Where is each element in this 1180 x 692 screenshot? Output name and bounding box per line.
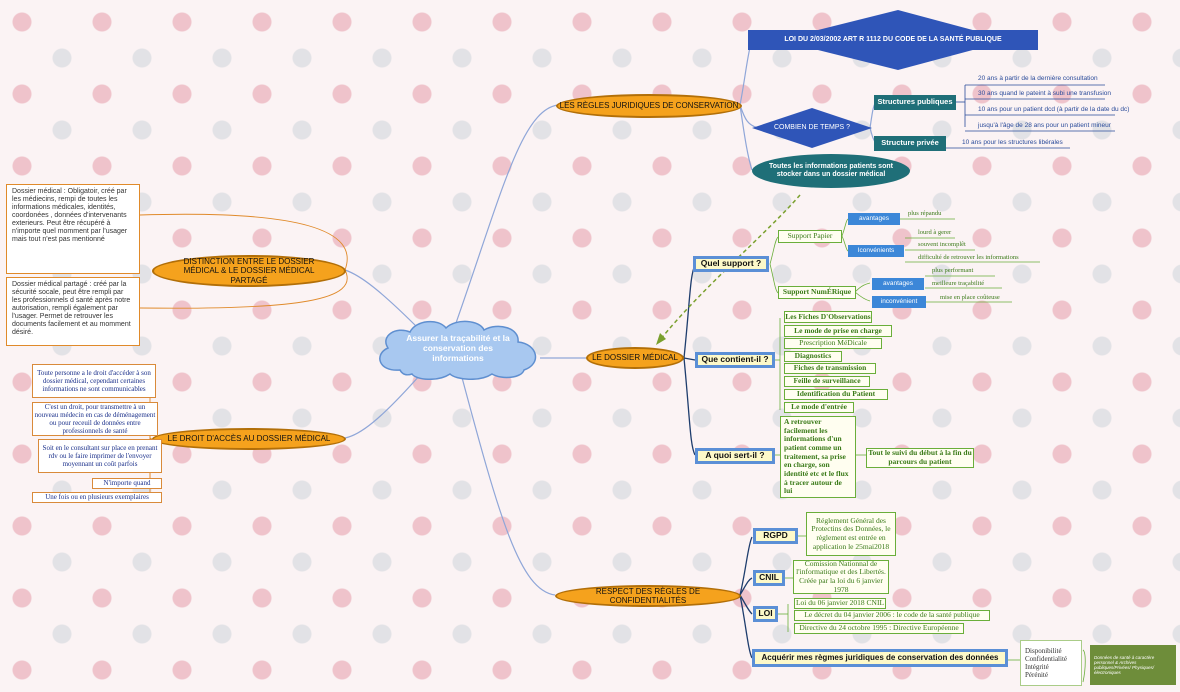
acquerir-node[interactable]: Acquérir mes règmes juridiques de conser… <box>752 649 1008 667</box>
central-topic[interactable]: Assurer la traçabilité et la conservatio… <box>372 318 544 380</box>
suivi-patient: Tout le suivi du début à la fin du parco… <box>866 448 974 468</box>
papier-inconvenient-item: souvent incomplêt <box>918 241 966 249</box>
contenu-item: Identification du Patient <box>784 389 888 400</box>
acces-item: Une fois ou en plusieurs exemplaires <box>32 492 162 503</box>
dmp-definition: Dossier médical partagé : créé par la sé… <box>6 277 140 346</box>
numerique-avantage-item: meilleure traçabilité <box>932 280 985 288</box>
acquerir-items: Disponibilité Confidentialité Intégrité … <box>1020 640 1082 686</box>
acquerir-item: Disponibilité <box>1025 646 1062 655</box>
papier-avantages-tag[interactable]: avantages <box>848 213 900 225</box>
acces-item: Toute personne a le droit d'accéder à so… <box>32 364 156 398</box>
regles-juridiques-node[interactable]: LES RÈGLES JURIDIQUES DE CONSERVATION <box>556 94 742 118</box>
acquerir-item: Intégrité <box>1025 663 1049 671</box>
quel-support-node[interactable]: Quel support ? <box>693 256 769 272</box>
papier-inconvenient-item: difficulté de retrouver les informations <box>918 254 1019 262</box>
combien-de-temps-node[interactable]: COMBIEN DE TEMPS ? <box>752 108 872 148</box>
numerique-inconvenient-item: mise en place coûteuse <box>940 294 1000 302</box>
central-topic-label: Assurer la traçabilité et la conservatio… <box>406 333 510 363</box>
contenu-item: Le mode de prise en charge <box>784 325 892 337</box>
structures-publiques-node[interactable]: Structures publiques <box>874 95 956 110</box>
duree-item: 30 ans quand le pateint à subi une trans… <box>978 90 1111 98</box>
rgpd-node[interactable]: RGPD <box>753 528 798 544</box>
papier-inconvenient-item: lourd à gerer <box>918 229 952 237</box>
contenu-item: Diagnostics <box>784 351 842 362</box>
hexagon-shape <box>748 10 1038 70</box>
structure-privee-node[interactable]: Structure privée <box>874 136 946 151</box>
papier-inconvenients-tag[interactable]: Iconvénients <box>848 245 904 257</box>
cloud-shape <box>379 320 537 380</box>
duree-item: 20 ans à partir de la dernière consultat… <box>978 75 1098 83</box>
contenu-item: Le mode d'entrée <box>784 402 854 413</box>
loi-item: Le décret du 04 janvier 2006 : le code d… <box>794 610 990 621</box>
donnees-note: Données de santé à caractère personnel &… <box>1090 645 1176 685</box>
duree-item: 10 ans pour un patient dcd (à partir de … <box>978 106 1130 114</box>
loi-2002-node[interactable]: LOI DU 2/03/2002 ART R 1112 DU CODE DE L… <box>748 10 1038 70</box>
duree-item-privee: 10 ans pour les structures libérales <box>962 139 1063 147</box>
support-numerique-node[interactable]: Support NumÉRique <box>778 286 856 299</box>
contenu-item: Feille de surveillance <box>784 376 870 387</box>
a-quoi-sert-il-node[interactable]: A quoi sert-il ? <box>695 448 775 464</box>
cnil-node[interactable]: CNIL <box>753 570 785 586</box>
numerique-avantage-item: plus performant <box>932 267 974 275</box>
contenu-item: Les Fiches D'Observations <box>784 311 872 323</box>
duree-item: jusqu'à l'âge de 28 ans pour un patient … <box>978 122 1111 130</box>
numerique-avantages-tag[interactable]: avantages <box>872 278 924 290</box>
dossier-medical-definition: Dossier médical : Obligatoir, créé par l… <box>6 184 140 274</box>
acquerir-item: Pérénité <box>1025 671 1048 680</box>
confidentialite-node[interactable]: RESPECT DES RÈGLES DE CONFIDENTIALITÉS <box>555 585 741 607</box>
support-papier-node[interactable]: Support Papier <box>778 230 842 243</box>
que-contient-il-node[interactable]: Que contient-il ? <box>695 352 775 368</box>
loi-node[interactable]: LOI <box>753 606 778 622</box>
loi-2002-label: LOI DU 2/03/2002 ART R 1112 DU CODE DE L… <box>784 35 1002 43</box>
numerique-inconvenient-tag[interactable]: inconvénient <box>872 296 926 308</box>
combien-de-temps-label: COMBIEN DE TEMPS ? <box>773 123 851 131</box>
papier-avantage-item: plus répandu <box>908 210 942 218</box>
acces-item: C'est un droit, pour transmettre à un no… <box>32 402 158 436</box>
cnil-description: Comission Nationnal de l'informatique et… <box>793 559 889 594</box>
droit-acces-node[interactable]: LE DROIT D'ACCÈS AU DOSSIER MÉDICAL <box>152 428 346 450</box>
loi-item: Directive du 24 octobre 1995 : Directive… <box>794 623 964 634</box>
toutes-informations-node[interactable]: Toutes les informations patients sont st… <box>752 154 910 188</box>
contenu-item: Prescription MéDicale <box>784 338 882 349</box>
dossier-medical-node[interactable]: LE DOSSIER MÉDICAL <box>586 347 684 369</box>
distinction-node[interactable]: DISTINCTION ENTRE LE DOSSIER MÉDICAL & L… <box>152 255 346 287</box>
acquerir-item: Confidentialité <box>1025 654 1067 663</box>
loi-item: Loi du 06 janvier 2018 CNIL <box>794 598 886 609</box>
acces-item: Soit en le consultant sur place en prena… <box>38 439 162 473</box>
rgpd-description: Réglement Général des Protectins des Don… <box>806 512 896 556</box>
contenu-item: Fiches de transmission <box>784 363 876 374</box>
acces-item: N'importe quand <box>92 478 162 489</box>
sert-description: A retrouver facilement les informations … <box>780 416 856 498</box>
diamond-shape <box>752 108 872 148</box>
